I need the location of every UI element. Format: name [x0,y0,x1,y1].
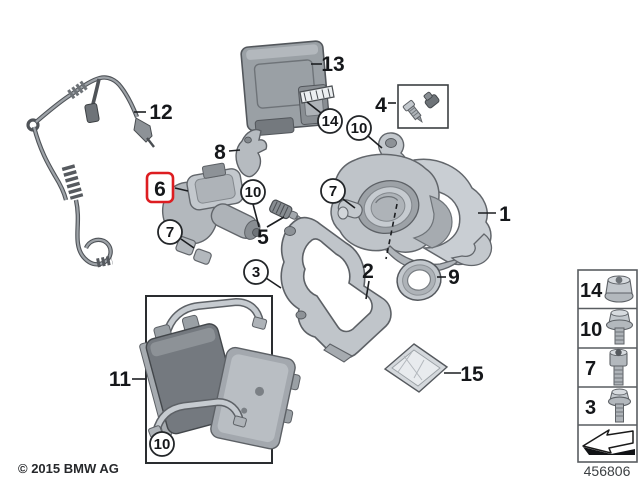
callout-9[interactable]: 9 [448,266,460,289]
connector-clamp [299,85,335,104]
direction-arrow-icon [582,429,635,455]
callout-circle-7-caliper[interactable]: 7 [320,178,346,204]
flange-nut-icon [604,275,634,303]
callout-circle-10-top-label: 10 [351,120,368,137]
legend-row-14-label: 14 [580,280,603,302]
callout-circle-10-pads-label: 10 [154,436,171,453]
motor-snout [210,203,261,240]
callout-circle-14-label: 14 [322,113,339,130]
callout-6[interactable]: 6 [154,178,166,201]
caliper-carrier [280,216,392,363]
leader-lines [132,63,496,380]
legend-row-7-label: 7 [585,358,596,380]
copyright-text: © 2015 BMW AG [18,461,119,476]
callout-11[interactable]: 11 [109,368,132,391]
legend-row-10-label: 10 [580,319,602,341]
piston-seal-leader [385,203,398,260]
holder-bracket [235,128,268,178]
callout-circle-10-mid[interactable]: 10 [240,179,266,205]
callout-circle-7-actuator-label: 7 [166,224,174,241]
wire-boot [67,79,89,100]
sensor-plug [84,102,100,124]
grease-packet [383,343,449,393]
socket-head-screw-icon [609,348,628,386]
flange-bolt-icon [607,388,632,423]
callout-circle-3-label: 3 [252,264,260,281]
callout-circle-7-actuator[interactable]: 7 [157,219,183,245]
callout-4[interactable]: 4 [375,94,387,117]
wear-sensor-wire [26,75,155,268]
callout-circle-7-caliper-label: 7 [329,183,337,200]
callout-circle-10-pads[interactable]: 10 [149,431,175,457]
callout-1[interactable]: 1 [499,203,511,226]
callout-2[interactable]: 2 [362,260,374,283]
sensor-body [61,164,84,200]
wire-end-boot [96,255,113,268]
bleeder-cap [423,91,440,109]
circled-callouts: 14 10 7 10 7 3 10 [149,108,372,457]
bleeder-valve [402,100,423,124]
retaining-clip-bottom [148,397,247,438]
callout-5[interactable]: 5 [257,226,269,249]
diagram-number: 456806 [584,463,631,479]
callout-12[interactable]: 12 [149,101,172,124]
callout-circle-14[interactable]: 14 [317,108,343,134]
callout-labels: 12 13 4 8 1 2 5 9 11 15 [109,53,511,391]
brake-pad-kit-box [139,295,301,464]
callout-15[interactable]: 15 [460,363,484,386]
piston-bore [356,180,420,234]
callout-13[interactable]: 13 [321,53,344,76]
bleeder-valve-box [397,84,449,129]
callout-circle-3[interactable]: 3 [243,259,269,285]
legend-row-3-label: 3 [585,397,596,419]
callout-circle-10-top[interactable]: 10 [346,115,372,141]
piston-seal-ring [396,259,442,301]
callout-circle-10-mid-label: 10 [245,184,262,201]
brake-caliper [330,132,493,272]
legend-panel: 14 10 7 3 [577,269,638,463]
flange-screw-icon [605,309,634,345]
callout-8[interactable]: 8 [214,141,226,164]
highlight-box [145,171,175,204]
callout-6-highlighted[interactable]: 6 [145,171,175,204]
